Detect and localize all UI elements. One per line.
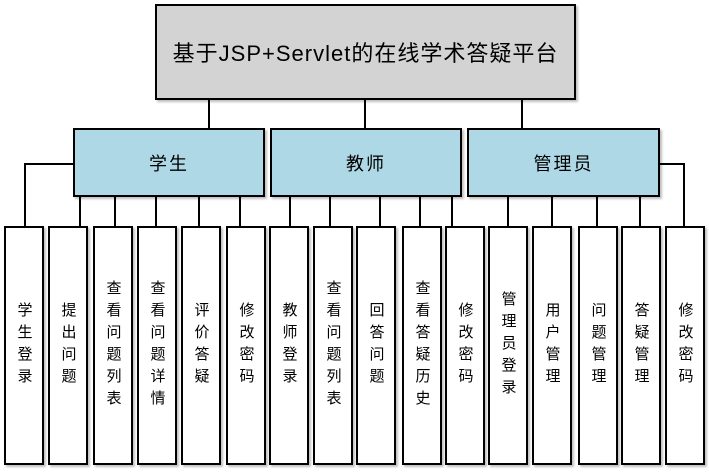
leaf-node-teacher-view-question-list: 查看问题列表 <box>313 226 353 465</box>
connector-student-drop-5 <box>239 197 241 226</box>
leaf-node-student-login: 学生登录 <box>4 226 44 465</box>
leaf-label: 查看问题详情 <box>148 279 166 412</box>
connector-teacher-drop-3 <box>379 197 381 226</box>
branch-node-admin: 管理员 <box>467 128 660 197</box>
connector-student-drop-1 <box>79 197 81 226</box>
connector-student-drop-4 <box>198 197 200 226</box>
branch-node-student: 学生 <box>73 128 265 197</box>
leaf-node-rate-answer: 评价答疑 <box>181 226 221 465</box>
connector-teacher-drop-2 <box>329 197 331 226</box>
leaf-label: 查看问题列表 <box>324 279 342 412</box>
connector-admin-drop-3 <box>596 197 598 226</box>
leaf-node-teacher-change-password: 修改密码 <box>445 226 485 465</box>
connector-admin-elbow-h <box>660 163 685 165</box>
leaf-node-answer-management: 答疑管理 <box>621 226 661 465</box>
leaf-label: 修改密码 <box>676 301 694 390</box>
branch-label-teacher: 教师 <box>346 153 386 174</box>
leaf-label: 问题管理 <box>589 301 607 390</box>
leaf-label: 修改密码 <box>456 301 474 390</box>
leaf-label: 查看问题列表 <box>104 279 122 412</box>
connector-root-student <box>208 100 210 128</box>
connector-admin-drop-1 <box>507 197 509 226</box>
leaf-node-view-answer-history: 查看答疑历史 <box>402 226 442 465</box>
connector-admin-elbow-v <box>683 163 685 226</box>
leaf-label: 修改密码 <box>237 301 255 390</box>
leaf-node-view-question-detail: 查看问题详情 <box>137 226 177 465</box>
leaf-label: 用户管理 <box>543 301 561 390</box>
connector-student-drop-3 <box>155 197 157 226</box>
leaf-label: 答疑管理 <box>632 301 650 390</box>
connector-student-elbow-v <box>24 163 26 226</box>
branch-label-admin: 管理员 <box>533 153 594 174</box>
leaf-label: 教师登录 <box>280 301 298 390</box>
connector-teacher-drop-1 <box>289 197 291 226</box>
leaf-node-answer-question: 回答问题 <box>356 226 396 465</box>
connector-teacher-drop-4 <box>419 197 421 226</box>
leaf-node-ask-question: 提出问题 <box>48 226 88 465</box>
connector-teacher-drop-5 <box>451 197 453 226</box>
leaf-node-teacher-login: 教师登录 <box>269 226 309 465</box>
connector-root-admin <box>521 100 523 128</box>
branch-label-student: 学生 <box>149 153 189 174</box>
leaf-node-admin-change-password: 修改密码 <box>665 226 705 465</box>
root-node-title: 基于JSP+Servlet的在线学术答疑平台 <box>155 4 576 100</box>
leaf-node-admin-login: 管理员登录 <box>488 226 528 465</box>
diagram-title: 基于JSP+Servlet的在线学术答疑平台 <box>172 41 559 66</box>
branch-node-teacher: 教师 <box>270 128 462 197</box>
connector-student-drop-2 <box>114 197 116 226</box>
leaf-label: 学生登录 <box>15 301 33 390</box>
leaf-label: 管理员登录 <box>499 290 517 401</box>
connector-admin-drop-2 <box>551 197 553 226</box>
leaf-node-view-question-list: 查看问题列表 <box>93 226 133 465</box>
connector-student-elbow-h <box>24 163 73 165</box>
leaf-node-user-management: 用户管理 <box>532 226 572 465</box>
connector-root-teacher <box>364 100 366 128</box>
connector-admin-drop-4 <box>639 197 641 226</box>
leaf-label: 提出问题 <box>59 301 77 390</box>
leaf-node-question-management: 问题管理 <box>578 226 618 465</box>
leaf-node-student-change-password: 修改密码 <box>226 226 266 465</box>
leaf-label: 回答问题 <box>367 301 385 390</box>
leaf-label: 评价答疑 <box>192 301 210 390</box>
leaf-label: 查看答疑历史 <box>413 279 431 412</box>
